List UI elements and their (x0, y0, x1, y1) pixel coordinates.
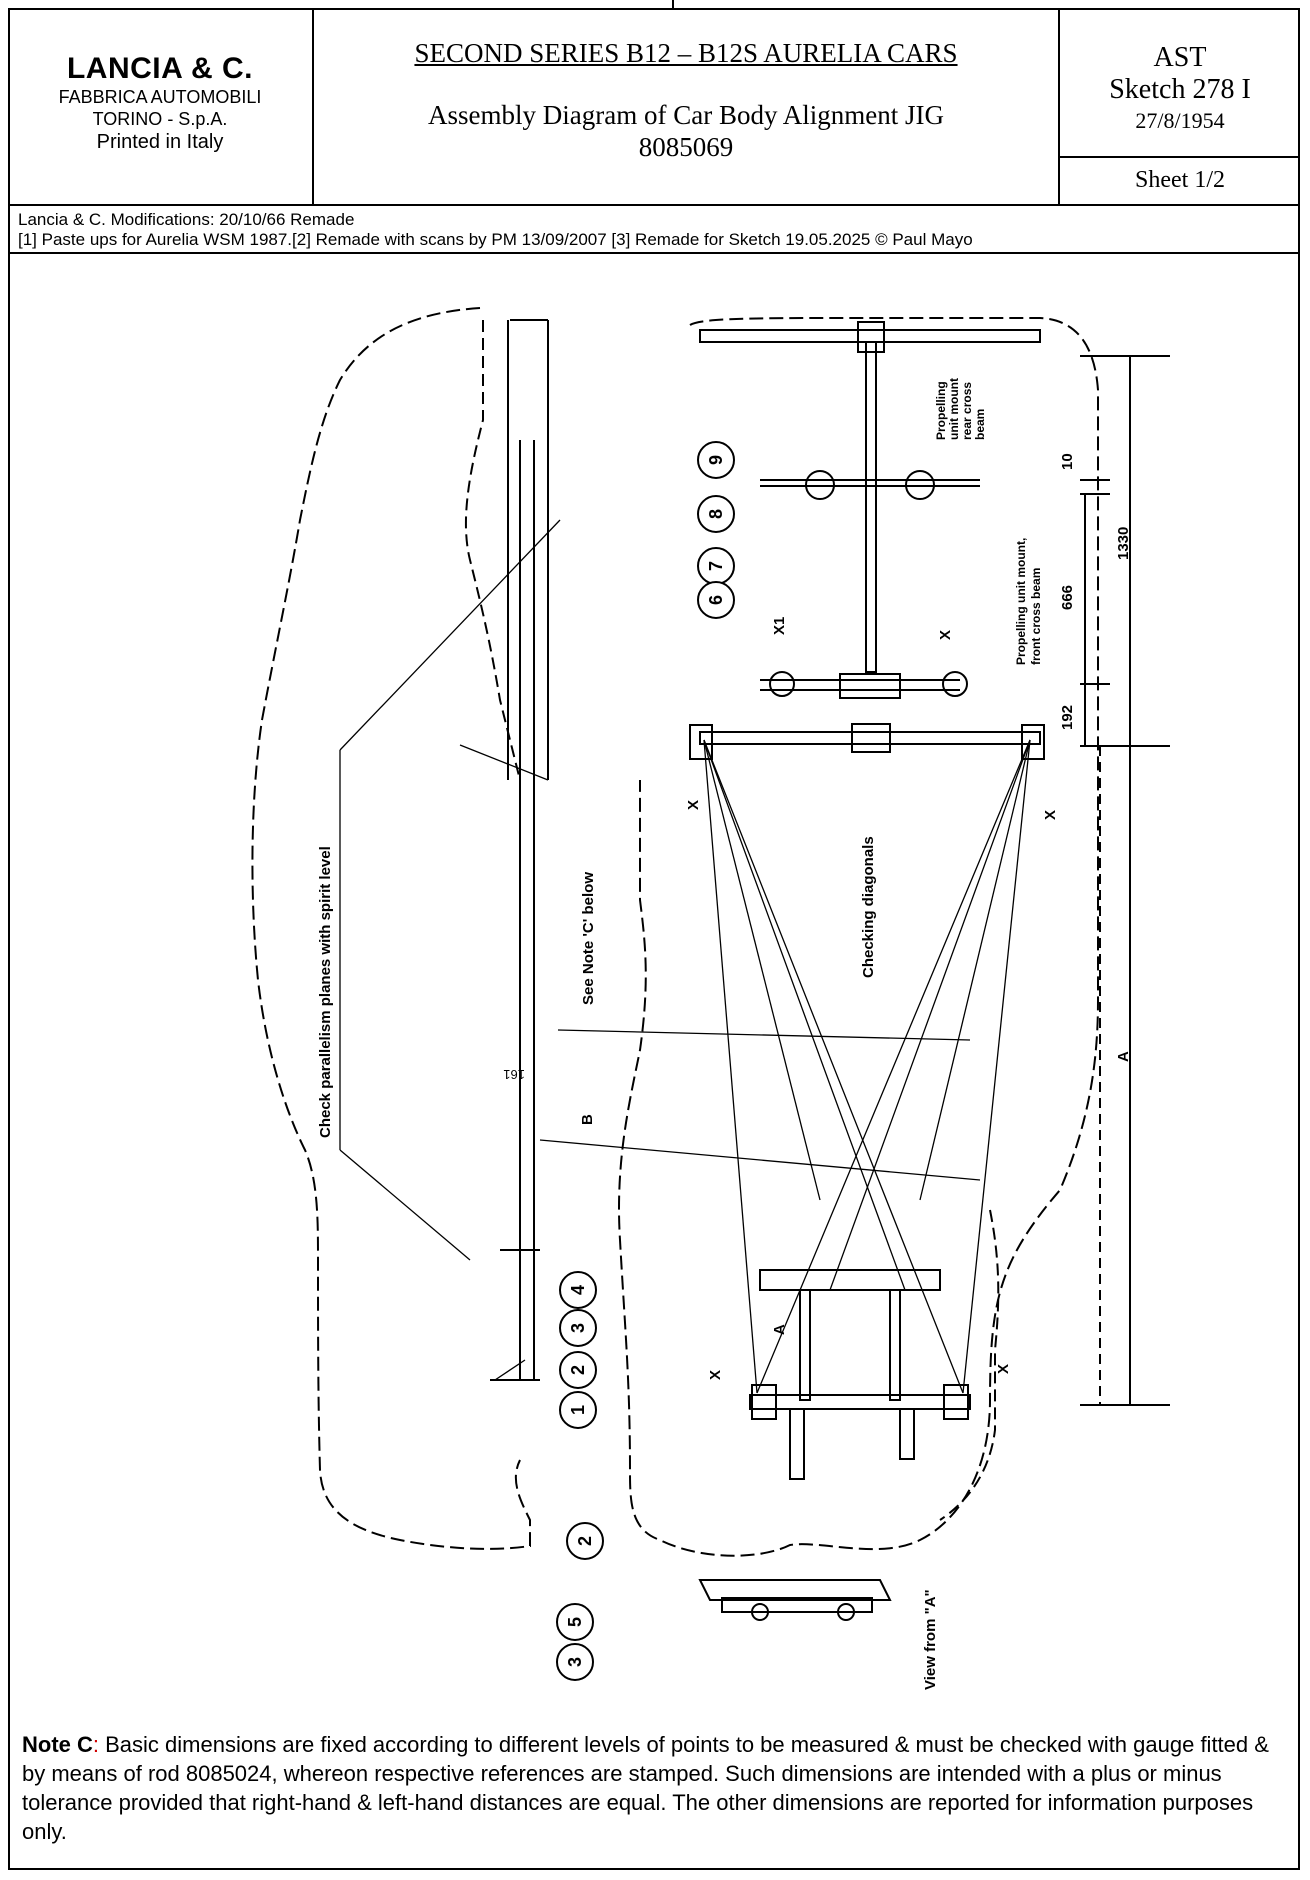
title-block: LANCIA & C. FABBRICA AUTOMOBILI TORINO -… (8, 8, 1300, 204)
label-x-top-right: X (937, 630, 954, 640)
label-check-parallelism: Check parallelism planes with spirit lev… (317, 846, 334, 1138)
callout-3: 3 (568, 1323, 588, 1333)
label-x-lower-left: X (707, 1370, 724, 1380)
company-city: TORINO - S.p.A. (92, 109, 228, 129)
subtitle-line1: Assembly Diagram of Car Body Alignment J… (428, 100, 944, 130)
reference-cell: AST Sketch 278 I 27/8/1954 Sheet 1/2 (1060, 8, 1300, 204)
reference-top: AST Sketch 278 I 27/8/1954 (1060, 8, 1300, 158)
callout-9: 9 (706, 455, 726, 465)
page-frame (8, 8, 1300, 1870)
callout-2b: 2 (575, 1536, 595, 1546)
side-roof-line (464, 320, 521, 781)
label-propelling-rear-3: rear cross (960, 382, 974, 440)
callout-7: 7 (706, 561, 726, 571)
callout-4: 4 (568, 1285, 588, 1295)
label-x-right: X (1042, 810, 1059, 820)
diagram-labels: Propelling unit mount rear cross beam Pr… (317, 378, 1132, 1690)
top-inner-outline (939, 1209, 1000, 1521)
note-colon: : (92, 1732, 100, 1757)
modifications-row: Lancia & C. Modifications: 20/10/66 Rema… (8, 204, 1300, 254)
dim-1330: 1330 (1115, 527, 1132, 560)
callout-3b: 3 (565, 1657, 585, 1667)
document-subtitle: Assembly Diagram of Car Body Alignment J… (314, 99, 1058, 163)
label-checking-diagonals: Checking diagonals (860, 836, 877, 978)
title-cell: SECOND SERIES B12 – B12S AURELIA CARS As… (314, 8, 1060, 204)
note-c: Note C: Basic dimensions are fixed accor… (22, 1730, 1290, 1846)
note-label: Note C (22, 1732, 93, 1757)
label-propelling-front-1: Propelling unit mount, (1014, 538, 1028, 665)
label-propelling-front-2: front cross beam (1029, 568, 1043, 665)
company-subtitle: FABBRICA AUTOMOBILI (58, 87, 262, 107)
top-tick (672, 0, 674, 9)
dim-666: 666 (1059, 585, 1076, 610)
label-view-from-a: View from "A" (922, 1589, 939, 1690)
sketch-date: 27/8/1954 (1135, 108, 1225, 133)
company-cell: LANCIA & C. FABBRICA AUTOMOBILI TORINO -… (8, 8, 314, 204)
label-propelling-rear-4: beam (973, 409, 987, 440)
printed-in: Printed in Italy (96, 131, 224, 153)
dim-192: 192 (1059, 705, 1076, 730)
checking-diagonals (339, 519, 1031, 1394)
dim-a: A (1115, 1051, 1132, 1062)
reference-code: AST (1153, 42, 1207, 73)
label-x-left: X (685, 800, 702, 810)
label-b: B (579, 1114, 596, 1125)
label-a-arrow: A (771, 1324, 788, 1335)
label-x1: X1 (771, 617, 788, 635)
label-161: 161 (503, 1067, 525, 1082)
modifications-line2: [1] Paste ups for Aurelia WSM 1987.[2] R… (18, 230, 973, 249)
label-propelling-rear-2: unit mount (947, 378, 961, 440)
side-body-outline (251, 307, 531, 1550)
company-name: LANCIA & C. (66, 52, 254, 85)
dim-10: 10 (1059, 453, 1076, 470)
callout-5: 5 (565, 1617, 585, 1627)
label-propelling-rear-1: Propelling (934, 381, 948, 440)
note-text: Basic dimensions are fixed according to … (22, 1732, 1269, 1844)
document-title: SECOND SERIES B12 – B12S AURELIA CARS (414, 38, 958, 68)
subtitle-line2: 8085069 (638, 132, 734, 162)
label-x-lower-right: X (995, 1364, 1012, 1374)
top-body-outline (618, 317, 1099, 1557)
callout-6: 6 (706, 595, 726, 605)
callout-8: 8 (706, 509, 726, 519)
label-see-note-c: See Note 'C' below (580, 872, 597, 1005)
sketch-number: Sketch 278 I (1109, 74, 1251, 105)
sheet-number: Sheet 1/2 (1135, 167, 1225, 193)
callout-1: 1 (568, 1405, 588, 1415)
modifications-line1: Lancia & C. Modifications: 20/10/66 Rema… (18, 210, 355, 229)
callout-numbers: 9 8 7 6 4 3 2 1 2 5 3 (565, 455, 726, 1667)
callout-2: 2 (568, 1365, 588, 1375)
callout-circles (556, 441, 735, 1681)
